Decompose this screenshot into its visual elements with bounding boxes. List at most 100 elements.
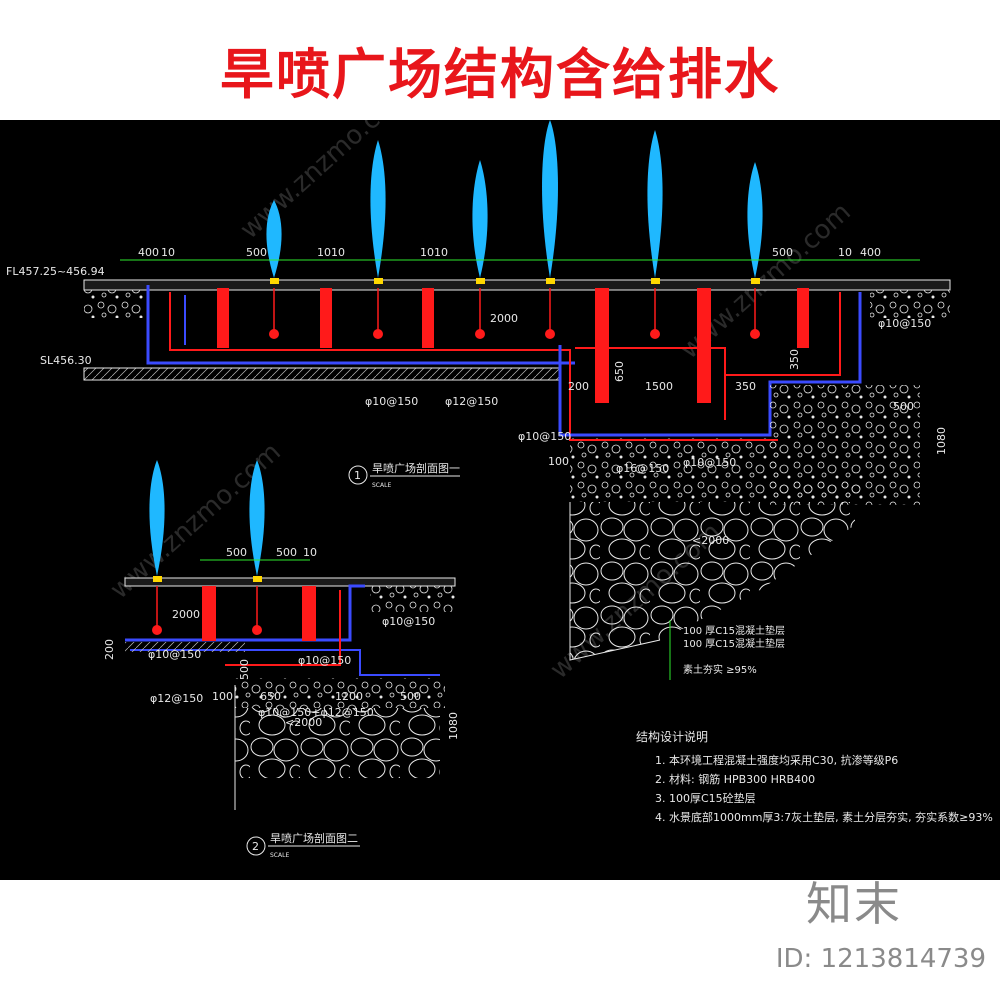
- dim-label: 1500: [645, 380, 673, 393]
- water-jets: [266, 120, 763, 278]
- right-bedding: [870, 290, 950, 318]
- dim-label: 200: [103, 639, 116, 660]
- note-item: 2. 材料: 钢筋 HPB300 HRB400: [655, 772, 815, 786]
- dim-label: 650: [260, 690, 281, 703]
- dim-label: 1200: [335, 690, 363, 703]
- dim-label: 100: [548, 455, 569, 468]
- dim-label: 400: [860, 246, 881, 259]
- notes-heading: 结构设计说明: [636, 729, 708, 744]
- gravel-layer: [570, 438, 780, 480]
- note-item: 3. 100厚C15砼垫层: [655, 791, 756, 805]
- scale-label: SCALE: [372, 482, 391, 489]
- basin-wall-outline: [146, 285, 575, 365]
- nozzle-posts: [152, 586, 316, 641]
- rebar-label: φ12@150: [150, 692, 203, 705]
- section-2: 500 500 10 2000 200 500 100 650 1200 500…: [103, 460, 460, 859]
- dim-label: 100: [212, 690, 233, 703]
- support-post: [797, 288, 809, 348]
- rebar-label: φ10@150: [148, 648, 201, 661]
- water-jet: [266, 200, 282, 278]
- note-item: 4. 水景底部1000mm厚3:7灰土垫层, 素土分层夯实, 夯实系数≥93%: [655, 810, 993, 824]
- dim-label: <2000: [692, 534, 729, 547]
- image-id-label: ID: 1213814739: [775, 944, 986, 974]
- dim-label: 200: [568, 380, 589, 393]
- drain-pipe-line: [169, 292, 778, 441]
- water-jet: [542, 120, 558, 278]
- paving-slab: [124, 577, 456, 587]
- dim-label: 2000: [490, 312, 518, 325]
- ground-slab: [83, 367, 561, 381]
- dim-label: 350: [735, 380, 756, 393]
- section-caption: 旱喷广场剖面图一: [372, 461, 460, 475]
- support-post: [697, 288, 711, 403]
- dim-label: 1080: [935, 427, 948, 455]
- dim-label: 500: [400, 690, 421, 703]
- dim-label: 1080: [447, 712, 460, 740]
- rebar-label: φ10@150: [382, 615, 435, 628]
- cad-drawing-svg: www.znzmo.com www.znzmo.com www.znzmo.co…: [6, 120, 993, 859]
- water-jet: [370, 140, 386, 278]
- dim-label: 500: [246, 246, 267, 259]
- dim-label: 2000: [172, 608, 200, 621]
- dim-label: 1010: [420, 246, 448, 259]
- dim-label: 500: [772, 246, 793, 259]
- water-jets: [149, 460, 265, 576]
- water-jet: [249, 460, 265, 576]
- layer-note: 素土夯实 ≥95%: [683, 663, 757, 676]
- dim-label: 10: [161, 246, 175, 259]
- dim-label: 650: [613, 361, 626, 382]
- rebar-label: φ10@150: [298, 654, 351, 667]
- rebar-label: φ12@150: [445, 395, 498, 408]
- support-post: [422, 288, 434, 348]
- dim-label: 500: [238, 659, 251, 680]
- water-jet: [747, 162, 763, 278]
- layer-note: 100 厚C15混凝土垫层: [683, 637, 785, 650]
- dim-label: 400: [138, 246, 159, 259]
- water-jet: [647, 130, 663, 278]
- rebar-label: φ10@150: [878, 317, 931, 330]
- dim-label: 500: [893, 400, 914, 413]
- rebar-label: φ10@150: [365, 395, 418, 408]
- support-post: [320, 288, 332, 348]
- caption-marker: [348, 465, 368, 485]
- page-title: 旱喷广场结构含给排水: [220, 43, 780, 106]
- elevation-bottom: SL456.30: [40, 354, 92, 367]
- brand-logo: 知末: [806, 877, 902, 931]
- rebar-label: φ16@150: [616, 462, 669, 475]
- rebar-label: φ10@150: [683, 456, 736, 469]
- nozzle-heads: [270, 278, 760, 284]
- dim-label: <2000: [285, 716, 322, 729]
- watermark-text: www.znzmo.com: [235, 120, 417, 245]
- dim-label: 500: [226, 546, 247, 559]
- section-1: 400 10 500 1010 1010 500 10 400 FL457.25…: [6, 120, 951, 680]
- layer-note: 100 厚C15混凝土垫层: [683, 624, 785, 637]
- paving-slab: [83, 279, 951, 291]
- dim-label: 500: [276, 546, 297, 559]
- elevation-top: FL457.25~456.94: [6, 265, 105, 278]
- caption-marker: [246, 836, 266, 856]
- support-post: [217, 288, 229, 348]
- rubble-foundation: [570, 502, 855, 660]
- rebar-label: φ10@150: [518, 430, 571, 443]
- nozzle-posts: [217, 288, 809, 403]
- dim-label: 10: [303, 546, 317, 559]
- water-jet: [472, 160, 488, 278]
- drain-pipe-line: [225, 590, 341, 666]
- section-caption: 旱喷广场剖面图二: [270, 831, 358, 845]
- note-item: 1. 本环境工程混凝土强度均采用C30, 抗渗等级P6: [655, 753, 898, 767]
- scale-label: SCALE: [270, 852, 289, 859]
- rubble-foundation: [235, 708, 440, 778]
- dim-label: 10: [838, 246, 852, 259]
- rebar-label: φ10@150+φ12@150: [258, 706, 374, 719]
- caption-number: 1: [354, 469, 361, 482]
- design-notes: 结构设计说明 1. 本环境工程混凝土强度均采用C30, 抗渗等级P6 2. 材料…: [636, 729, 993, 824]
- caption-number: 2: [252, 840, 259, 853]
- support-post: [595, 288, 609, 403]
- left-bedding: [84, 290, 144, 318]
- support-post: [202, 586, 216, 641]
- dim-label: 350: [788, 349, 801, 370]
- basin-wall-outline: [125, 584, 365, 642]
- water-jet: [149, 460, 165, 576]
- support-post: [302, 586, 316, 641]
- dim-label: 1010: [317, 246, 345, 259]
